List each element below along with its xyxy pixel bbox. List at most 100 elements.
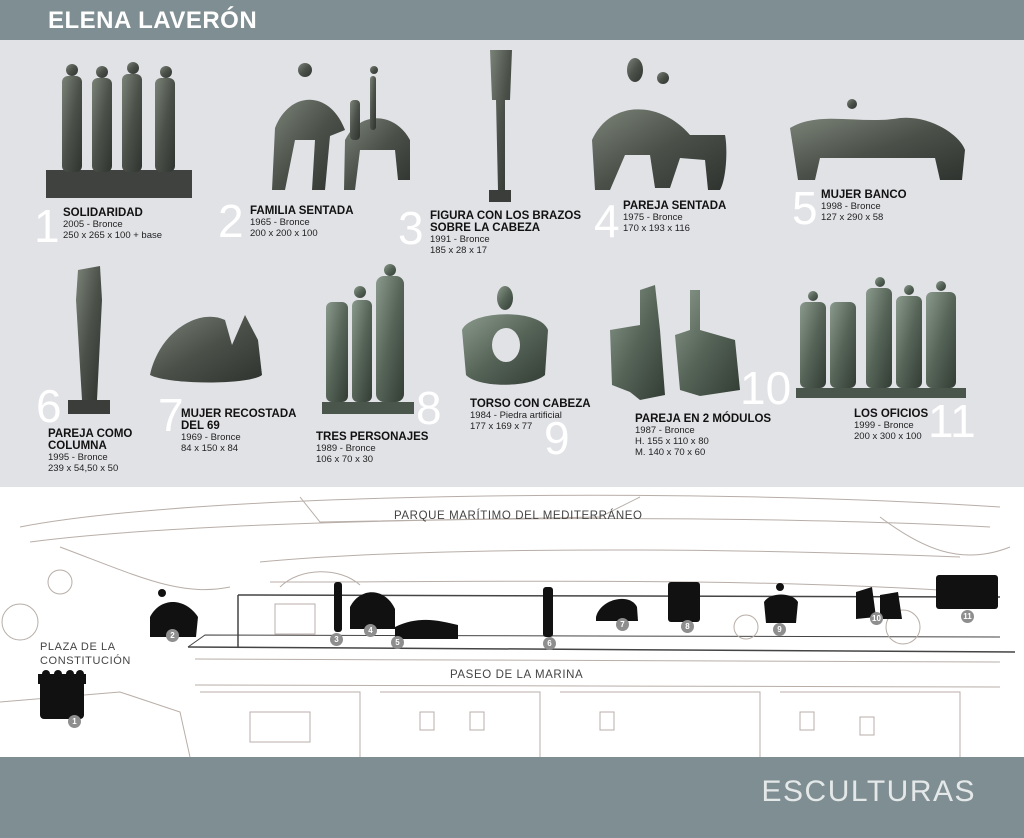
- map-marker-1[interactable]: 1: [68, 715, 81, 728]
- sculpture-2-number: 2: [218, 195, 244, 247]
- sculpture-1-number: 1: [34, 200, 60, 252]
- silhouette-5: [395, 619, 458, 639]
- sculpture-10-number: 10: [740, 362, 792, 414]
- sculpture-4-caption: PAREJA SENTADA 1975 - Bronce 170 x 193 x…: [623, 200, 726, 234]
- map-marker-6[interactable]: 6: [543, 637, 556, 650]
- sculpture-7-title-line1: MUJER RECOSTADA: [181, 408, 297, 420]
- plaza-label: PLAZA DE LA CONSTITUCIÓN: [40, 640, 131, 668]
- sculpture-11-year: 1999 - Bronce: [854, 420, 914, 431]
- silhouette-1: [38, 670, 86, 719]
- silhouette-11: [936, 575, 998, 609]
- artist-name: ELENA LAVERÓN: [48, 7, 258, 34]
- silhouette-7: [596, 598, 638, 621]
- sculpture-8-dimensions: 106 x 70 x 30: [316, 454, 374, 465]
- paseo-label: PASEO DE LA MARINA: [450, 669, 584, 681]
- sculpture-5-year: 1998 - Bronce: [821, 201, 881, 212]
- map-drawing: [0, 494, 1016, 757]
- sculpture-9-dimensions: 177 x 169 x 77: [470, 421, 533, 432]
- sculpture-7-caption: MUJER RECOSTADA DEL 69 1969 - Bronce 84 …: [181, 408, 296, 454]
- sculpture-3-number: 3: [398, 202, 424, 254]
- sculpture-6-number: 6: [36, 380, 62, 432]
- sculpture-5-dimensions: 127 x 290 x 58: [821, 212, 884, 223]
- sculpture-7-dimensions: 84 x 150 x 84: [181, 443, 239, 454]
- sculpture-8-title: TRES PERSONAJES: [316, 431, 429, 443]
- silhouette-9: [764, 583, 798, 623]
- sculpture-2-dimensions: 200 x 200 x 100: [250, 228, 318, 239]
- footer-title: ESCULTURAS: [761, 775, 976, 808]
- sculpture-9-number: 9: [544, 412, 570, 464]
- sculpture-7-image: [150, 315, 262, 383]
- sculpture-10-dimensions: H. 155 x 110 x 80: [635, 436, 709, 447]
- header-bar: ELENA LAVERÓN: [0, 0, 1024, 40]
- park-label: PARQUE MARÍTIMO DEL MEDITERRÁNEO: [394, 510, 643, 522]
- map-silhouettes: [38, 575, 998, 719]
- map-marker-10[interactable]: 10: [870, 612, 883, 625]
- sculpture-11-number: 11: [928, 395, 976, 447]
- sculpture-6-title-line2: COLUMNA: [48, 440, 107, 452]
- sculpture-9-image: [462, 286, 548, 385]
- sculpture-4-image: [592, 58, 727, 190]
- footer-bar: ESCULTURAS: [0, 757, 1024, 838]
- map-marker-3[interactable]: 3: [330, 633, 343, 646]
- sculpture-2-title: FAMILIA SENTADA: [250, 205, 354, 217]
- sculpture-7-year: 1969 - Bronce: [181, 432, 241, 443]
- sculpture-11-dimensions: 200 x 300 x 100: [854, 431, 922, 442]
- plaza-label-line1: PLAZA DE LA: [40, 641, 116, 653]
- sculpture-6-image: [68, 266, 110, 414]
- location-map: PARQUE MARÍTIMO DEL MEDITERRÁNEO PLAZA D…: [0, 487, 1024, 757]
- sculpture-5-caption: MUJER BANCO 1998 - Bronce 127 x 290 x 58: [821, 189, 907, 223]
- map-marker-11[interactable]: 11: [961, 610, 974, 623]
- map-marker-9[interactable]: 9: [773, 623, 786, 636]
- sculpture-10-caption: PAREJA EN 2 MÓDULOS 1987 - Bronce H. 155…: [635, 413, 771, 458]
- map-marker-8[interactable]: 8: [681, 620, 694, 633]
- sculpture-1-year: 2005 - Bronce: [63, 219, 123, 230]
- sculpture-6-year: 1995 - Bronce: [48, 452, 108, 463]
- sculpture-11-image: [796, 277, 966, 398]
- sculpture-8-caption: TRES PERSONAJES 1989 - Bronce 106 x 70 x…: [316, 431, 428, 465]
- map-marker-5[interactable]: 5: [391, 636, 404, 649]
- sculpture-1-caption: SOLIDARIDAD 2005 - Bronce 250 x 265 x 10…: [63, 207, 162, 241]
- map-marker-4[interactable]: 4: [364, 624, 377, 637]
- map-marker-7[interactable]: 7: [616, 618, 629, 631]
- sculpture-10-year: 1987 - Bronce: [635, 425, 695, 436]
- sculpture-8-image: [322, 264, 414, 414]
- sculpture-gallery: 1 SOLIDARIDAD 2005 - Bronce 250 x 265 x …: [0, 40, 1024, 487]
- sculpture-images: [46, 50, 966, 414]
- sculpture-7-title-line2: DEL 69: [181, 420, 220, 432]
- sculpture-4-number: 4: [594, 195, 620, 247]
- sculpture-3-caption: FIGURA CON LOS BRAZOS SOBRE LA CABEZA 19…: [430, 210, 581, 256]
- plaza-label-line2: CONSTITUCIÓN: [40, 655, 131, 667]
- sculpture-3-title-line2: SOBRE LA CABEZA: [430, 222, 541, 234]
- sculpture-1-title: SOLIDARIDAD: [63, 207, 143, 219]
- sculpture-1-dimensions: 250 x 265 x 100 + base: [63, 230, 163, 241]
- sculpture-5-number: 5: [792, 182, 818, 234]
- sculpture-6-dimensions: 239 x 54,50 x 50: [48, 463, 119, 474]
- silhouette-6: [543, 587, 553, 637]
- sculpture-9-title: TORSO CON CABEZA: [470, 398, 591, 410]
- sculpture-8-year: 1989 - Bronce: [316, 443, 376, 454]
- sculpture-3-year: 1991 - Bronce: [430, 234, 490, 245]
- sculpture-11-caption: LOS OFICIOS 1999 - Bronce 200 x 300 x 10…: [854, 408, 928, 442]
- sculpture-6-caption: PAREJA COMO COLUMNA 1995 - Bronce 239 x …: [48, 428, 132, 474]
- sculpture-8-number: 8: [416, 382, 442, 434]
- map-marker-2[interactable]: 2: [166, 629, 179, 642]
- silhouette-3: [334, 582, 342, 632]
- sculpture-5-image: [790, 99, 965, 180]
- sculpture-5-title: MUJER BANCO: [821, 189, 907, 201]
- sculpture-3-dimensions: 185 x 28 x 17: [430, 245, 488, 256]
- sculpture-2-caption: FAMILIA SENTADA 1965 - Bronce 200 x 200 …: [250, 205, 354, 239]
- sculpture-1-image: [46, 62, 192, 198]
- sculpture-11-title: LOS OFICIOS: [854, 408, 929, 420]
- sculpture-2-year: 1965 - Bronce: [250, 217, 310, 228]
- sculpture-3-title-line1: FIGURA CON LOS BRAZOS: [430, 210, 581, 222]
- sculpture-3-image: [489, 50, 512, 202]
- sculpture-9-year: 1984 - Piedra artificial: [470, 410, 562, 421]
- sculpture-10-title: PAREJA EN 2 MÓDULOS: [635, 413, 772, 425]
- silhouette-10: [856, 587, 902, 619]
- sculpture-9-caption: TORSO CON CABEZA 1984 - Piedra artificia…: [470, 398, 591, 432]
- sculpture-4-title: PAREJA SENTADA: [623, 200, 727, 212]
- silhouette-4: [350, 592, 395, 629]
- sculpture-6-title-line1: PAREJA COMO: [48, 428, 133, 440]
- sculpture-10-dimensions-2: M. 140 x 70 x 60: [635, 447, 706, 458]
- sculpture-2-image: [272, 63, 410, 190]
